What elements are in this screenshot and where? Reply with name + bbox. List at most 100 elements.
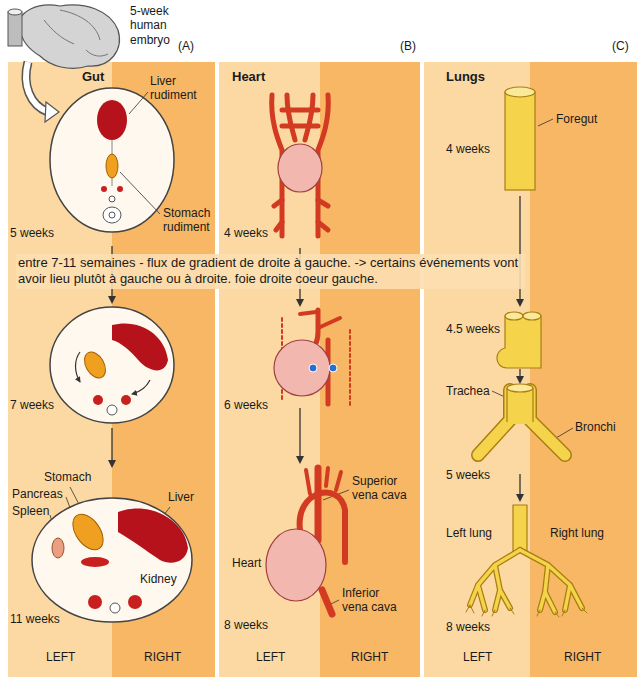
gut-section-7-weeks — [107, 405, 117, 415]
heart-vessels-8-weeks — [315, 468, 322, 540]
part-name: Left lung — [446, 526, 492, 540]
lung-tree — [466, 605, 587, 617]
heart-vessels-8-weeks — [326, 468, 328, 486]
side-label: LEFT — [256, 650, 285, 664]
gut-section-7-weeks — [50, 307, 174, 423]
stage-label: 5 weeks — [10, 226, 54, 240]
heart-vessels-4-weeks — [287, 95, 295, 140]
gut-section-5-weeks — [109, 212, 115, 218]
part-name: Foregut — [556, 112, 597, 126]
stage-label: 4 weeks — [224, 226, 268, 240]
gut-section-7-weeks — [121, 395, 131, 405]
part-name: Right lung — [550, 526, 604, 540]
stage-arrow — [299, 408, 300, 462]
part-name: Bronchi — [575, 420, 616, 434]
gut-section-5-weeks — [112, 178, 113, 186]
stage-arrow — [111, 428, 112, 466]
heart-vessels-4-weeks — [276, 222, 282, 230]
panel-heading: Gut — [82, 69, 104, 85]
panel-letter: (A) — [178, 39, 194, 53]
panel-heading: Lungs — [446, 69, 485, 85]
stage-arrow — [519, 196, 520, 305]
heart-vessels-4-weeks — [282, 108, 318, 113]
gut-section-11-weeks — [128, 595, 142, 609]
trachea-bronchi — [478, 384, 565, 455]
gut-section-5-weeks — [50, 88, 174, 232]
lung-bud — [505, 312, 523, 320]
leader-line — [556, 428, 573, 438]
leader-line — [50, 92, 573, 604]
gut-section-7-weeks — [50, 307, 174, 423]
lung-tree — [466, 605, 587, 617]
blue-dot — [329, 364, 337, 372]
foregut-tube — [505, 87, 535, 190]
heart-vessels-8-weeks — [322, 590, 332, 614]
heart-rudiment — [278, 144, 322, 192]
handwritten-note: entre 7-11 semaines - flux de gradient d… — [16, 254, 525, 289]
lung-tree — [470, 550, 520, 610]
part-name: Trachea — [446, 384, 490, 398]
gut-section-7-weeks — [93, 395, 103, 405]
gut-section-11-weeks — [32, 498, 192, 622]
trachea-bronchi — [532, 388, 533, 422]
gut-section-11-weeks — [67, 509, 110, 556]
part-name: Kidney — [140, 572, 177, 586]
section-arrow — [26, 62, 59, 122]
panel-background — [320, 62, 420, 677]
lung-tree — [520, 550, 582, 612]
embryo-sketch — [19, 5, 119, 68]
gut-section-7-weeks — [80, 348, 110, 381]
stage-label: 7 weeks — [10, 398, 54, 412]
gut-section-5-weeks — [112, 140, 113, 154]
embryo-sketch — [44, 10, 108, 56]
stage-label: 11 weeks — [10, 612, 60, 626]
stage-label: 4.5 weeks — [446, 322, 500, 336]
side-label: RIGHT — [351, 650, 388, 664]
lung-tree — [466, 505, 587, 617]
figure-caption: 5-week human embryo — [130, 4, 182, 47]
panel-letter: (B) — [400, 39, 416, 53]
stage-label: 8 weeks — [224, 618, 268, 632]
leader-line — [538, 119, 553, 126]
heart-vessels-6-weeks — [349, 330, 351, 405]
stage-label: 8 weeks — [446, 620, 490, 634]
section-arrow — [26, 62, 48, 112]
lung-bud — [497, 316, 541, 368]
part-name: Liver — [168, 490, 194, 504]
foregut-tube — [505, 92, 535, 190]
gut-section-5-weeks — [101, 186, 107, 192]
heart-vessels-8-weeks — [306, 470, 310, 494]
embryo-sketch — [8, 9, 22, 15]
side-label: LEFT — [463, 650, 492, 664]
stage-label: 5 weeks — [446, 468, 490, 482]
gut-section-11-weeks — [118, 508, 188, 562]
side-label: LEFT — [46, 650, 75, 664]
heart-vessels-8-weeks — [336, 472, 341, 490]
trachea-bronchi — [506, 388, 507, 422]
leader-line — [129, 92, 148, 114]
stage-arrow — [112, 196, 520, 500]
heart-vessels-6-weeks — [300, 312, 316, 314]
gut-section-5-weeks — [103, 207, 121, 223]
blue-dot — [309, 364, 317, 372]
heart-vessels-4-weeks — [305, 95, 313, 140]
lung-tree — [470, 550, 582, 612]
gut-section-11-weeks — [52, 538, 64, 558]
heart-8-weeks — [266, 529, 326, 601]
gut-section-5-weeks — [106, 154, 118, 178]
gut-section-5-weeks — [50, 88, 174, 232]
stage-label: 6 weeks — [224, 398, 268, 412]
panel-heading: Heart — [232, 69, 265, 85]
heart-vessels-4-weeks — [272, 95, 329, 236]
embryo-sketch — [8, 12, 22, 46]
lung-tree — [470, 550, 582, 612]
stage-arrow — [519, 369, 520, 382]
trachea-bronchi — [507, 388, 533, 424]
gut-section-11-weeks — [110, 603, 120, 613]
part-name: Inferior vena cava — [342, 586, 404, 615]
part-name: Spleen — [12, 504, 49, 518]
leader-line — [120, 172, 160, 214]
section-arrow — [45, 102, 59, 122]
